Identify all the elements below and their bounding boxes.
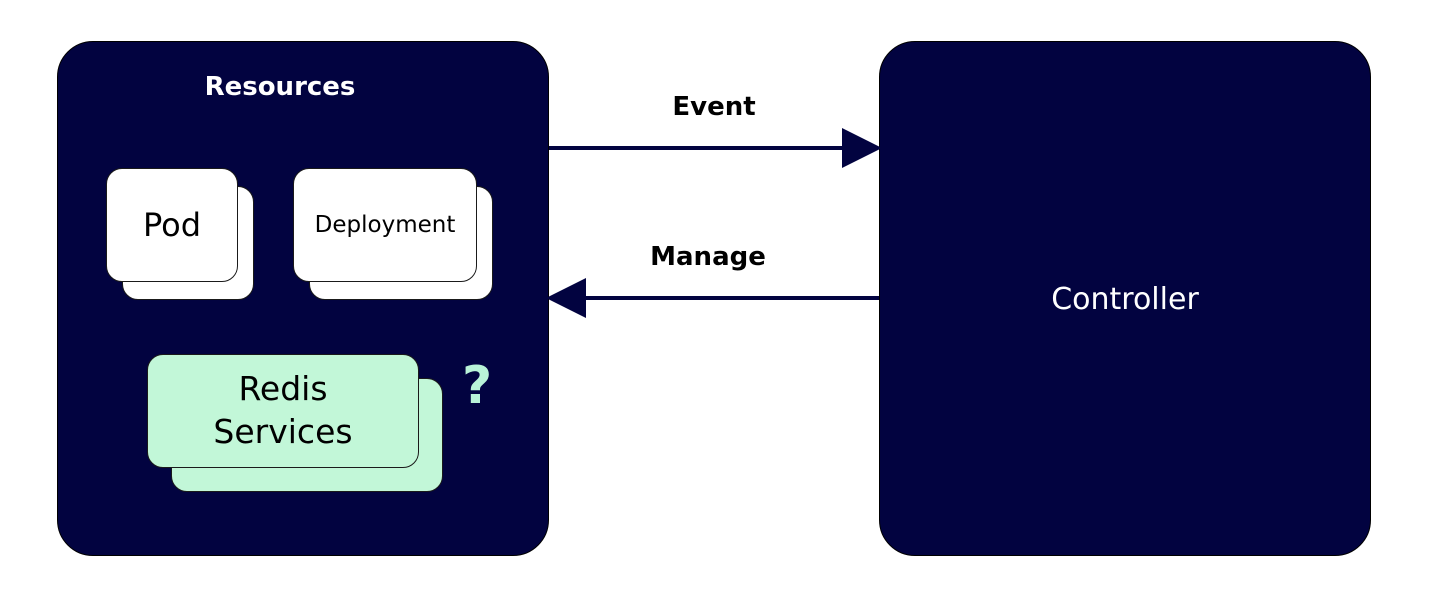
resources-panel: Resources Pod Deployment Redis Services … [57, 41, 549, 556]
event-label: Event [672, 92, 756, 122]
redis-services-card: Redis Services [147, 354, 419, 468]
resources-title: Resources [204, 72, 356, 102]
controller-panel: Controller [879, 41, 1371, 556]
deployment-label: Deployment [314, 212, 456, 238]
question-mark-icon: ? [462, 356, 493, 416]
manage-label: Manage [650, 242, 766, 272]
redis-label-line1: Redis [238, 369, 328, 409]
pod-label: Pod [142, 206, 202, 244]
controller-title: Controller [1051, 282, 1199, 317]
pod-card: Pod [106, 168, 238, 282]
redis-label-line2: Services [213, 412, 353, 451]
deployment-card: Deployment [293, 168, 477, 282]
